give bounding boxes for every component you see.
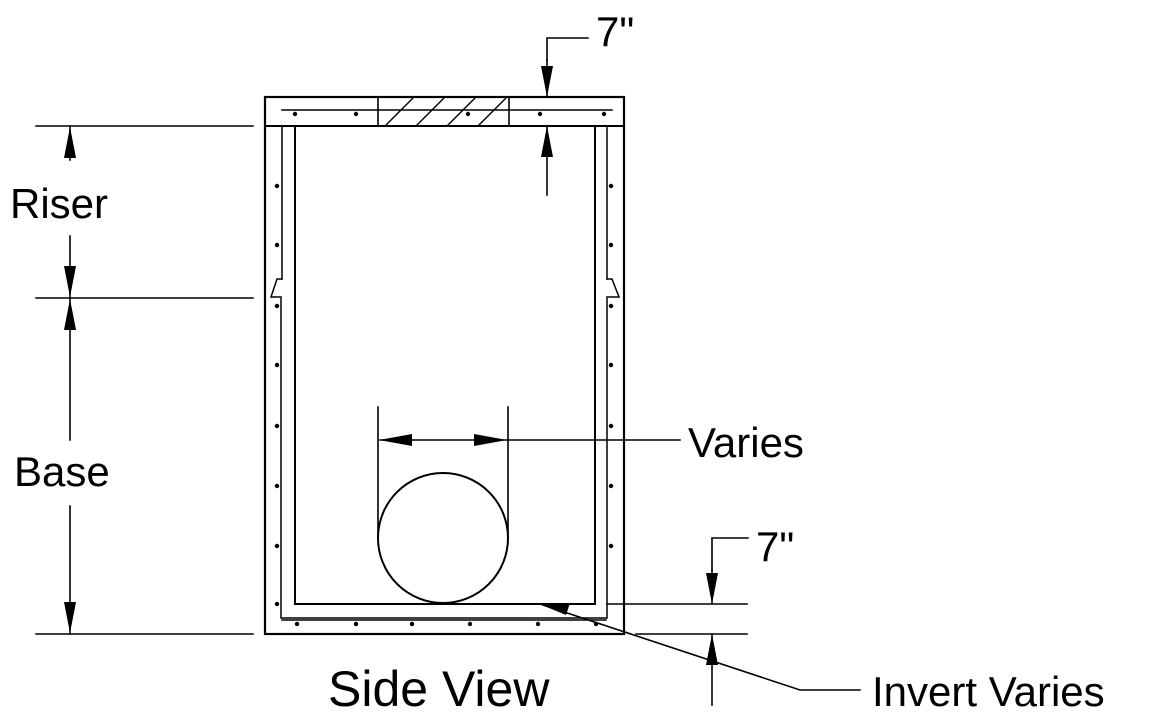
base-arrow-top [64,299,76,330]
rebar-dot [353,621,359,627]
invert-label: Invert Varies [872,668,1105,714]
rebar-dot [274,601,280,607]
invert-leader-arrow [537,603,570,615]
rebar-dot [274,543,280,549]
drawing-title: Side View [328,661,550,714]
rebar-dot [274,303,280,309]
rebar-dot [608,423,614,429]
rebar-dots [274,111,614,627]
floor-thickness-label: 7" [756,523,794,570]
structure-outline [263,95,626,636]
rebar-dot [608,183,614,189]
rebar-dot [535,621,541,627]
riser-arrow-top [64,127,76,158]
base-arrow-bottom [64,602,76,633]
pipe [377,406,509,604]
rebar-dot [292,111,298,117]
rebar-dot [601,111,607,117]
rebar-dot [274,362,280,368]
rebar-dot [294,621,300,627]
rebar-dot [608,543,614,549]
rebar-dot [465,111,471,117]
rebar-dot [608,303,614,309]
riser-arrow-bottom [64,266,76,297]
rebar-dot [274,483,280,489]
top-slab-hatch [377,96,510,127]
pipe-arrow-right [474,434,507,446]
floor-thickness-arrow-up [706,634,718,665]
rebar-dot [409,621,415,627]
pipe-arrow-left [379,434,412,446]
rebar-dot [274,423,280,429]
rebar-dot [537,111,543,117]
rebar-dot [353,111,359,117]
pipe-width-label: Varies [688,419,804,466]
rebar-dot [608,483,614,489]
floor-thickness-arrow-down [706,573,718,604]
dimension-lines [35,37,861,706]
inner-walls [269,125,621,621]
base-label: Base [14,448,110,495]
rebar-dot [274,183,280,189]
rebar-dot [608,242,614,248]
rebar-dot [274,242,280,248]
rebar-dot [608,362,614,368]
top-thickness-label: 7" [596,8,634,55]
rebar-dot [467,621,473,627]
riser-label: Riser [10,180,108,227]
top-thickness-arrow-down [541,66,553,97]
top-thickness-arrow-up [541,126,553,157]
